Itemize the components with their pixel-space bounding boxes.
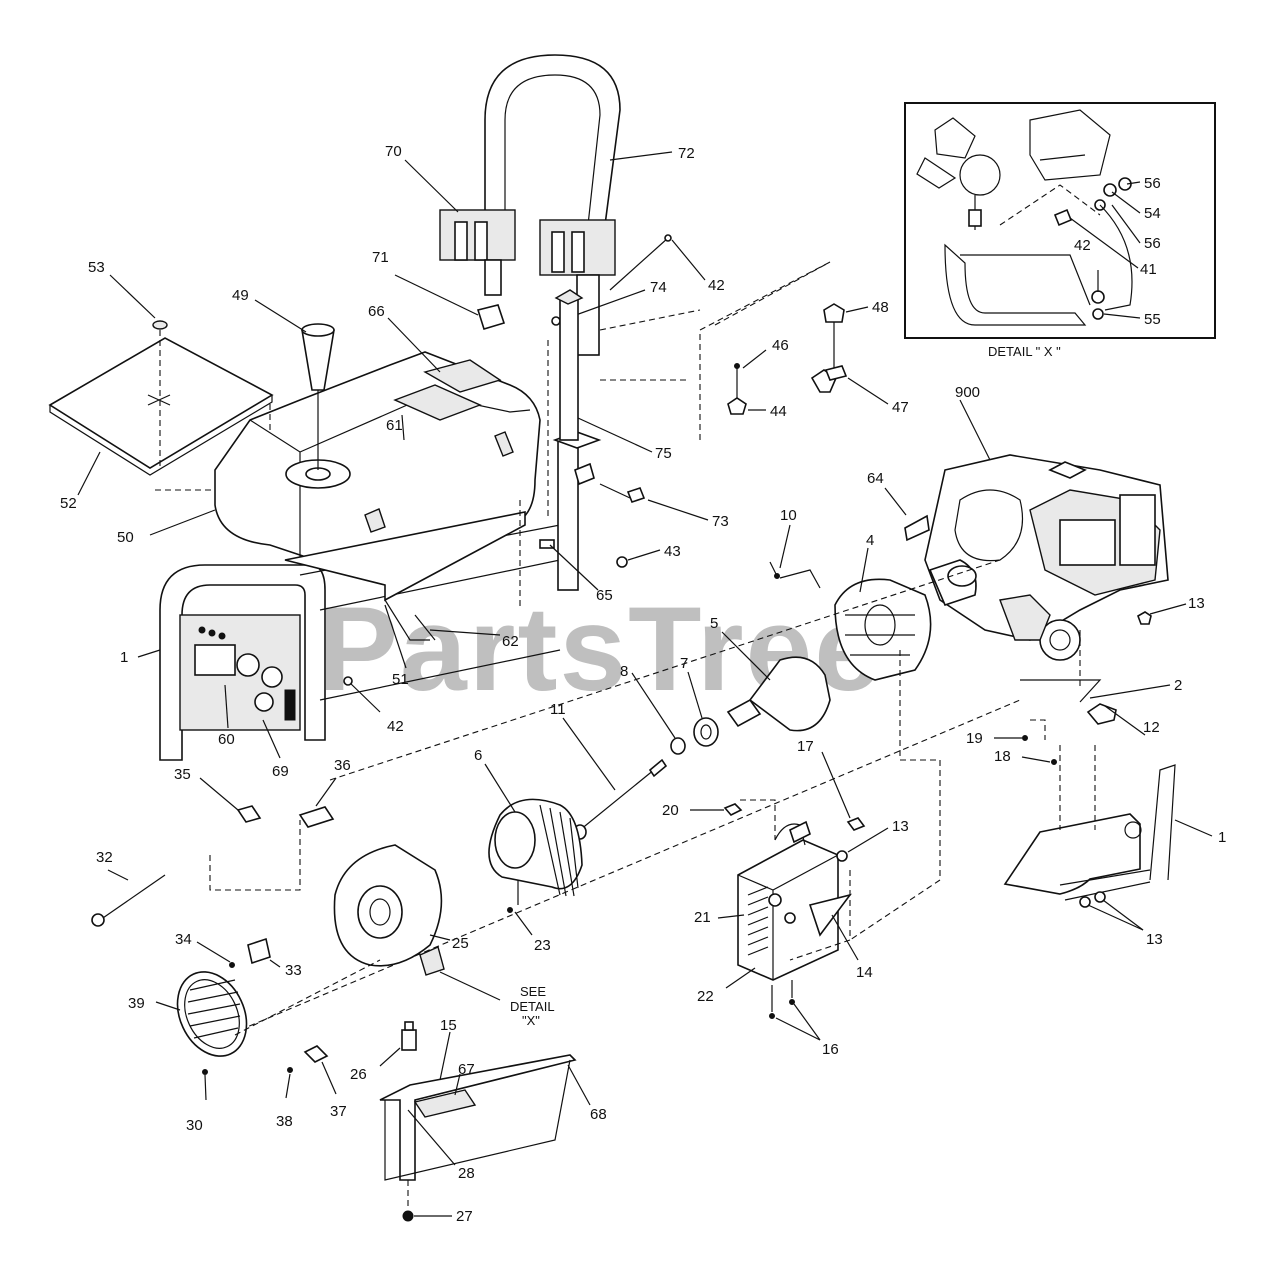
callout-11: 11 [550,701,566,718]
callout-50: 50 [117,529,134,546]
callout-61: 61 [386,417,403,434]
callout-69: 69 [272,763,289,780]
callout-68: 68 [590,1106,607,1123]
callout-4: 4 [866,532,874,549]
callout-42-frame: 42 [387,718,404,735]
callout-37: 37 [330,1103,347,1120]
callout-8: 8 [620,663,628,680]
callout-53: 53 [88,259,105,276]
callout-34: 34 [175,931,192,948]
engine: 900 64 [867,384,1169,661]
callout-26: 26 [350,1066,367,1083]
callout-56-top: 56 [1144,175,1161,192]
callout-13-bottom: 13 [1146,931,1163,948]
callout-27: 27 [456,1208,473,1225]
callout-19: 19 [966,730,983,747]
callout-35: 35 [174,766,191,783]
callout-64: 64 [867,470,884,487]
callout-65: 65 [596,587,613,604]
callout-70: 70 [385,143,402,160]
callout-10: 10 [780,507,797,524]
callout-33: 33 [285,962,302,979]
callout-13-top: 13 [1188,595,1205,612]
callout-72: 72 [678,145,695,162]
callout-41: 41 [1140,261,1157,278]
callout-22: 22 [697,988,714,1005]
callout-49: 49 [232,287,249,304]
callout-54: 54 [1144,205,1161,222]
alternator: 4 5 7 8 11 10 [239,507,1021,1031]
side-panel: 53 52 [48,259,274,512]
fuel-valve-parts: 48 47 46 44 [699,261,909,440]
callout-28: 28 [458,1165,475,1182]
callout-32: 32 [96,849,113,866]
bolt-42-top: 42 74 [551,234,725,326]
callout-56-bottom: 56 [1144,235,1161,252]
callout-38: 38 [276,1113,293,1130]
detail-x-panel: 56 54 56 41 42 55 DETAIL " X " [904,102,1216,359]
callout-73: 73 [712,513,729,530]
callout-71: 71 [372,249,389,266]
callout-14: 14 [856,964,873,981]
callout-23: 23 [534,937,551,954]
callout-75: 75 [655,445,672,462]
fuel-tank: 49 66 61 50 [117,287,541,571]
callout-13-mid: 13 [892,818,909,835]
handle-assembly: 72 70 71 [372,54,695,356]
callout-16: 16 [822,1041,839,1058]
small-parts-left: 35 36 32 [91,757,351,927]
callout-12: 12 [1143,719,1160,736]
callout-55: 55 [1144,311,1161,328]
callout-30: 30 [186,1117,203,1134]
callout-51: 51 [392,671,409,688]
callout-52: 52 [60,495,77,512]
frame-assembly: 1 60 69 42 [120,524,561,780]
see-detail-line3: "X" [522,1013,540,1028]
foot-assembly: 38 37 26 15 67 68 28 27 [276,1017,607,1225]
callout-42-top: 42 [708,277,725,294]
see-detail-line1: SEE [520,984,546,999]
callout-6: 6 [474,747,482,764]
callout-46: 46 [772,337,789,354]
frame-upright: 73 75 65 43 [519,289,729,610]
callout-900: 900 [955,384,980,401]
callout-39: 39 [128,995,145,1012]
end-bell: 25 SEE DETAIL "X" [333,844,555,1028]
callout-20: 20 [662,802,679,819]
tank-bracket: 51 62 [284,511,526,688]
callout-47: 47 [892,399,909,416]
muffler-assembly: 21 22 14 16 17 20 13 [662,650,941,1058]
callout-67: 67 [458,1061,475,1078]
grille-assembly: 39 30 33 34 [128,931,381,1134]
callout-21: 21 [694,909,711,926]
callout-17: 17 [797,738,814,755]
callout-62: 62 [502,633,519,650]
callout-60: 60 [218,731,235,748]
callout-66: 66 [368,303,385,320]
detail-x-caption: DETAIL " X " [988,344,1061,359]
callout-1-right: 1 [1218,829,1226,846]
callout-18: 18 [994,748,1011,765]
callout-42-detail: 42 [1074,237,1091,254]
callout-74: 74 [650,279,667,296]
see-detail-line2: DETAIL [510,999,555,1014]
right-frame: 1 12 2 13 13 18 19 [966,595,1226,948]
callout-44: 44 [770,403,787,420]
callout-2: 2 [1174,677,1182,694]
stator: 6 23 [474,747,583,954]
callout-5: 5 [710,615,718,632]
callout-48: 48 [872,299,889,316]
callout-36: 36 [334,757,351,774]
callout-43: 43 [664,543,681,560]
callout-25: 25 [452,935,469,952]
callout-15: 15 [440,1017,457,1034]
callout-1-left: 1 [120,649,128,666]
